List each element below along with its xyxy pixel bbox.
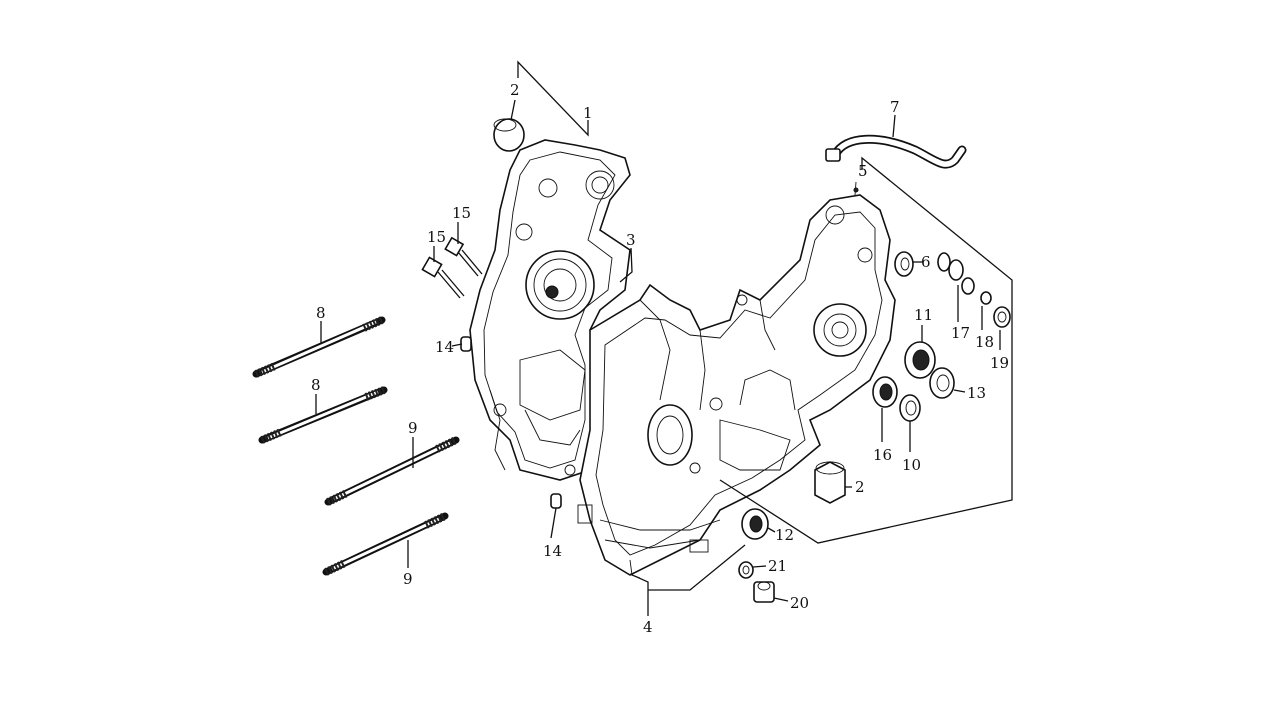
breather-hose	[825, 134, 967, 169]
callout-2-bottom: 2	[855, 478, 865, 496]
callout-21: 21	[768, 557, 787, 575]
bearing-12	[741, 508, 769, 540]
bolt-15b	[444, 236, 483, 277]
callout-5: 5	[858, 162, 868, 180]
callout-6: 6	[921, 253, 931, 271]
bearing-13	[929, 367, 955, 399]
callout-12: 12	[775, 526, 794, 544]
callout-17: 17	[951, 324, 970, 342]
bearing-10	[899, 394, 921, 422]
callout-2-top: 2	[510, 81, 520, 99]
dowel-pin-14b	[550, 493, 562, 509]
right-crankcase-half	[577, 181, 896, 579]
drain-bolt-20	[753, 581, 775, 603]
bushing-bottom	[814, 461, 846, 504]
callout-15-left: 15	[427, 228, 446, 246]
bearing-16	[872, 376, 898, 408]
stud-bolt-8b	[258, 386, 388, 444]
bushing-top	[493, 118, 525, 152]
callout-9-lower: 9	[403, 570, 413, 588]
callout-8-lower: 8	[311, 376, 321, 394]
stud-bolt-9a	[324, 436, 460, 506]
callout-18: 18	[975, 333, 994, 351]
callout-20: 20	[790, 594, 809, 612]
o-ring-18	[980, 291, 992, 305]
callout-1: 1	[583, 104, 593, 122]
bearing-11	[904, 341, 936, 379]
dowel-pin-14a	[460, 336, 472, 352]
callout-19: 19	[990, 354, 1009, 372]
callout-14-lower: 14	[543, 542, 562, 560]
callout-13: 13	[967, 384, 986, 402]
callout-11: 11	[914, 306, 933, 324]
stud-bolt-8a	[252, 316, 386, 378]
callout-10: 10	[902, 456, 921, 474]
callout-16: 16	[873, 446, 892, 464]
callout-14-upper: 14	[435, 338, 454, 356]
callout-4: 4	[643, 618, 653, 636]
callout-7: 7	[890, 98, 900, 116]
callout-9-upper: 9	[408, 419, 418, 437]
stud-bolt-9b	[322, 512, 449, 576]
washer-17-set	[937, 252, 975, 295]
callout-8-upper: 8	[316, 304, 326, 322]
callout-15-right: 15	[452, 204, 471, 222]
washer-21	[738, 561, 754, 579]
oil-seal-6	[894, 251, 914, 277]
callout-3: 3	[626, 231, 636, 249]
callout-labels: 1 2 2 3 4 5 6 7 8 8 9 9 10 11 12 13 14 1…	[311, 81, 1009, 636]
leader-lines	[315, 60, 1013, 616]
plug-19	[993, 306, 1011, 328]
bolt-15a	[421, 256, 465, 299]
